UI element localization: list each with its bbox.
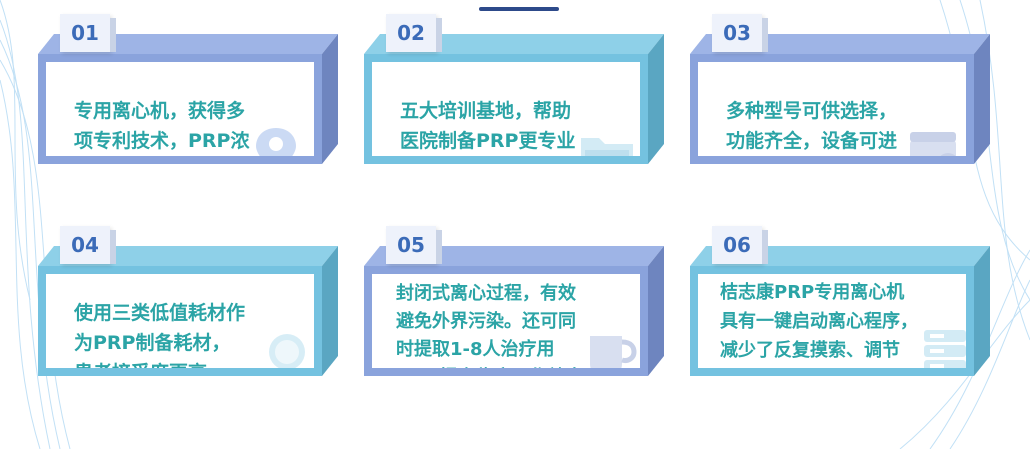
card-front: 使用三类低值耗材作 为PRP制备耗材， 患者接受度更高 <box>38 266 322 376</box>
card-number: 04 <box>60 226 116 264</box>
card-text: 多种型号可供选择， 功能齐全，设备可进 行自动消毒。 <box>726 100 898 152</box>
feature-card-5: 05 封闭式离心过程，有效 避免外界污染。还可同 时提取1-8人治疗用 PRP,… <box>364 216 664 376</box>
card-number: 05 <box>386 226 442 264</box>
feature-card-2: 02 五大培训基地，帮助 医院制备PRP更专业 <box>364 4 664 164</box>
folder-icon <box>581 138 633 156</box>
feature-card-3: 03 多种型号可供选择， 功能齐全，设备可进 行自动消毒。 <box>690 4 990 164</box>
card-front: 五大培训基地，帮助 医院制备PRP更专业 <box>364 54 648 164</box>
card-text: 五大培训基地，帮助 医院制备PRP更专业 <box>400 100 576 152</box>
card-number: 01 <box>60 14 116 52</box>
card-number: 03 <box>712 14 768 52</box>
card-number: 02 <box>386 14 442 52</box>
top-accent-bar <box>479 7 559 11</box>
card-front: 多种型号可供选择， 功能齐全，设备可进 行自动消毒。 <box>690 54 974 164</box>
card-front: 封闭式离心过程，有效 避免外界污染。还可同 时提取1-8人治疗用 PRP,提高临… <box>364 266 648 376</box>
card-right-face <box>974 34 990 164</box>
lightbulb-icon <box>269 334 305 368</box>
feature-card-6: 06 桔志康PRP专用离心机 具有一键启动离心程序， 减少了反复摸索、调节 离心… <box>690 216 990 376</box>
card-right-face <box>322 246 338 376</box>
feature-card-4: 04 使用三类低值耗材作 为PRP制备耗材， 患者接受度更高 <box>38 216 338 376</box>
server-icon <box>924 330 966 368</box>
gear-settings-icon <box>910 132 956 156</box>
card-text: 专用离心机，获得多 项专利技术，PRP浓 度质量有保障 <box>74 100 250 152</box>
card-right-face <box>648 34 664 164</box>
card-front: 专用离心机，获得多 项专利技术，PRP浓 度质量有保障 <box>38 54 322 164</box>
cup-icon <box>590 336 637 368</box>
card-right-face <box>322 34 338 164</box>
card-right-face <box>648 246 664 376</box>
feature-card-1: 01 专用离心机，获得多 项专利技术，PRP浓 度质量有保障 <box>38 4 338 164</box>
card-text: 使用三类低值耗材作 为PRP制备耗材， 患者接受度更高 <box>74 302 246 376</box>
card-right-face <box>974 246 990 376</box>
card-front: 桔志康PRP专用离心机 具有一键启动离心程序， 减少了反复摸索、调节 离心参数的… <box>690 266 974 376</box>
card-number: 06 <box>712 226 768 264</box>
card-text: 桔志康PRP专用离心机 具有一键启动离心程序， 减少了反复摸索、调节 离心参数的… <box>720 282 918 361</box>
card-text: 封闭式离心过程，有效 避免外界污染。还可同 时提取1-8人治疗用 PRP,提高临… <box>396 283 602 368</box>
location-pin-icon <box>256 128 296 156</box>
